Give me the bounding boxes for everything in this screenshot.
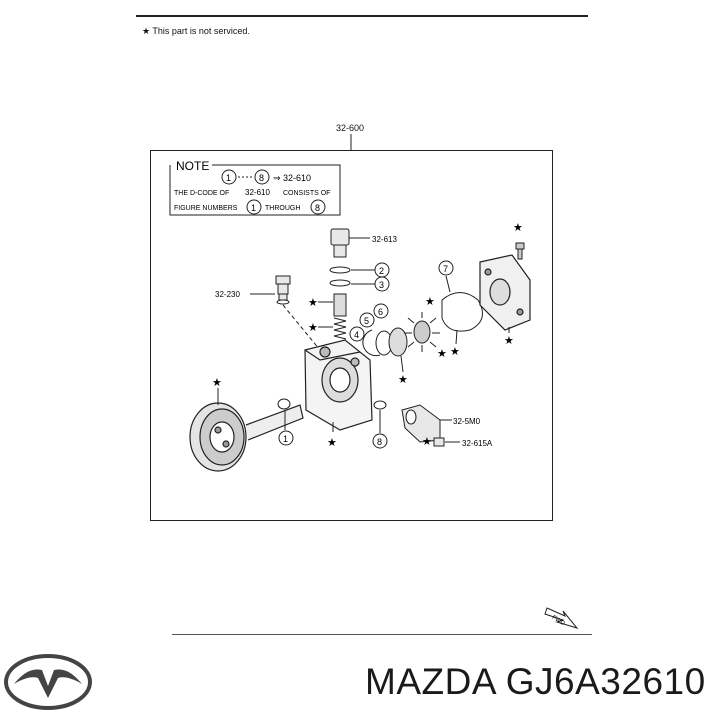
pump-body (304, 339, 373, 431)
mazda-logo-icon (4, 654, 92, 710)
star-fitting: ★ (422, 436, 432, 448)
note-range-start: 1 (226, 173, 231, 183)
callout-5: 5 (364, 316, 369, 326)
bottom-rule (172, 634, 592, 635)
pressure-switch-32-230 (275, 275, 291, 305)
top-rule (136, 15, 588, 17)
note-title: NOTE (176, 159, 209, 173)
note-line1-code: ⇒ 32-610 (273, 173, 311, 183)
rear-housing (479, 254, 531, 331)
note-line3-to: 8 (315, 203, 320, 213)
callout-2: 2 (379, 266, 384, 276)
not-serviced-note: ★ This part is not serviced. (142, 26, 250, 36)
star-pulley: ★ (212, 377, 222, 389)
note-line3-from: 1 (251, 203, 256, 213)
callout-6: 6 (378, 307, 383, 317)
label-32-5m0: 32-5M0 (453, 417, 481, 426)
star-bolt: ★ (513, 222, 523, 234)
note-line2-code: 32-610 (245, 188, 270, 197)
star-rotor: ★ (425, 296, 435, 308)
union-fitting (401, 404, 445, 447)
star-vane-lower: ★ (437, 348, 447, 360)
diagram-frame (150, 150, 553, 521)
callout-1: 1 (283, 434, 288, 444)
star-body: ★ (327, 437, 337, 449)
star-spring: ★ (308, 322, 318, 334)
star-gasket: ★ (450, 346, 460, 358)
note-line3-mid: THROUGH (265, 205, 300, 212)
note-line2-pre: THE D-CODE OF (174, 190, 229, 197)
star-housing: ★ (504, 335, 514, 347)
label-32-613: 32-613 (372, 235, 397, 244)
callout-8: 8 (377, 437, 382, 447)
note-line2-post: CONSISTS OF (283, 190, 330, 197)
note-range-end: 8 (259, 173, 264, 183)
callout-3: 3 (379, 280, 384, 290)
callout-7: 7 (443, 264, 448, 274)
brand-name: MAZDA (365, 661, 495, 702)
rotor-vanes (388, 312, 440, 357)
star-cam: ★ (398, 374, 408, 386)
note-line3-pre: FIGURE NUMBERS (174, 205, 238, 212)
assembly-code: 32-600 (336, 123, 365, 133)
part-number: GJ6A32610 (505, 661, 706, 702)
label-32-230: 32-230 (215, 290, 240, 299)
bolt (515, 242, 525, 260)
forward-arrow-icon: FWD (544, 607, 579, 629)
callout-4: 4 (354, 330, 359, 340)
star-spool: ★ (308, 297, 318, 309)
valve-plug-32-613 (330, 228, 370, 258)
label-32-615a: 32-615A (462, 439, 493, 448)
brand-part-line: MAZDA GJ6A32610 (365, 661, 706, 703)
note-box: NOTE 1 8 ⇒ 32-610 THE D-CODE OF 32-610 C… (169, 159, 341, 216)
